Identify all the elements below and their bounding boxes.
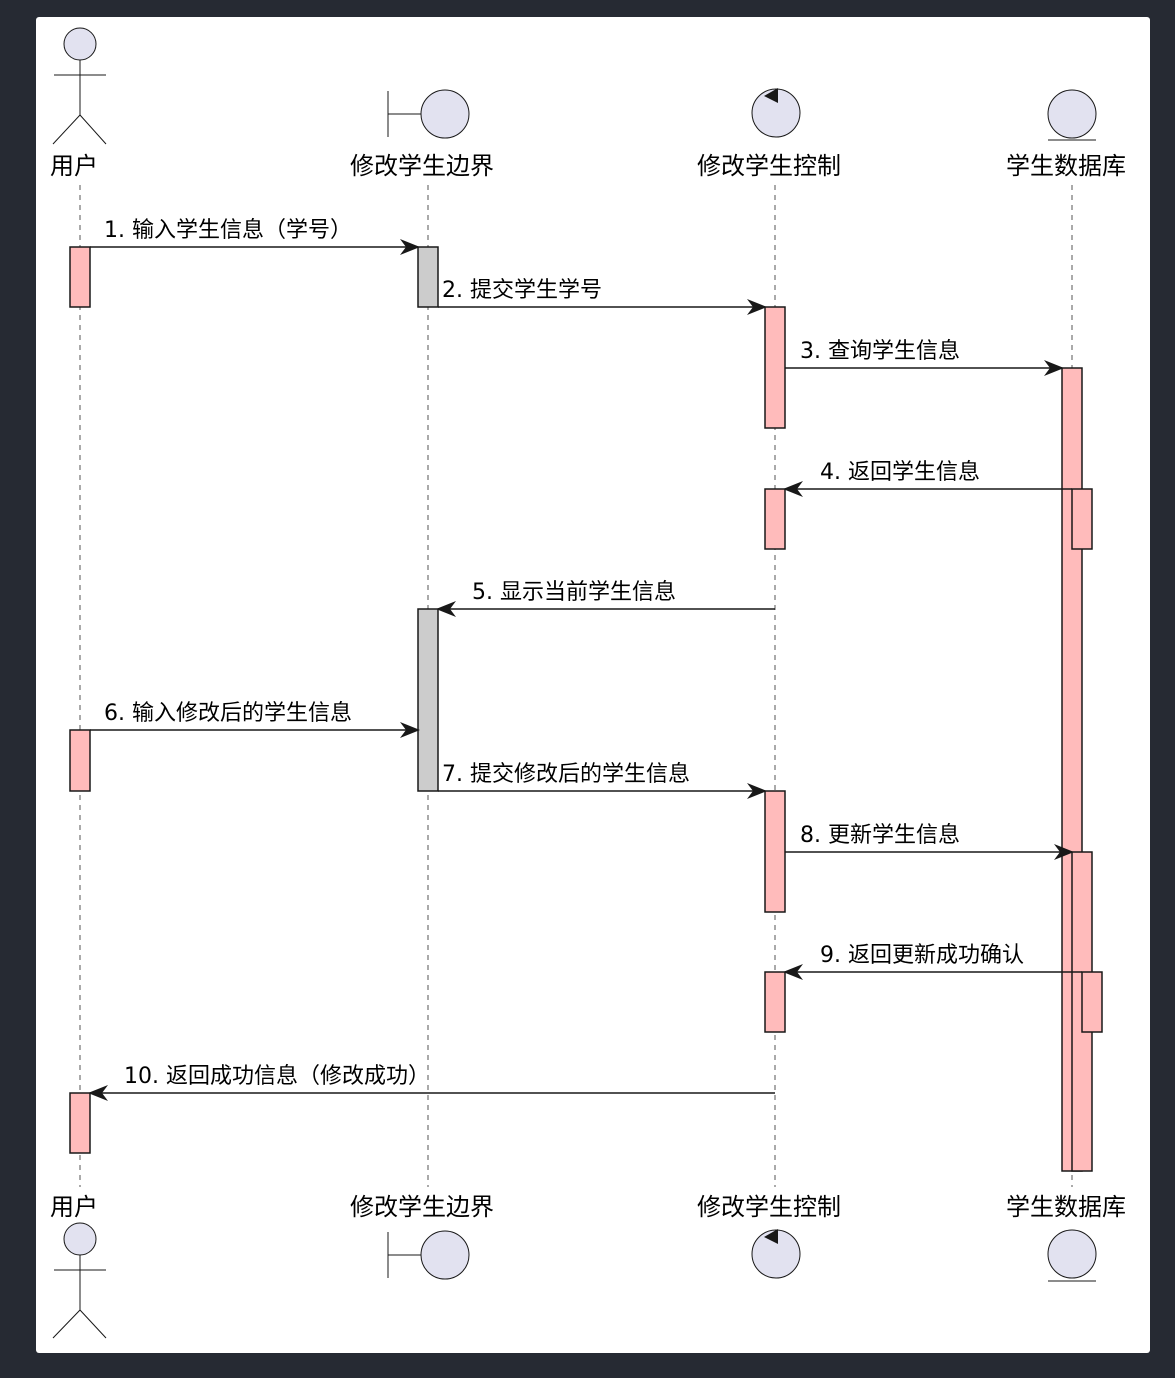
- activation-bar: [1081, 971, 1103, 1033]
- boundary-icon: [387, 1230, 470, 1280]
- participant-label-user: 用户: [50, 152, 98, 180]
- entity-icon: [1047, 89, 1097, 141]
- activation-bar: [69, 1092, 91, 1154]
- message-label-9: 9. 返回更新成功确认: [820, 943, 1024, 968]
- message-label-4: 4. 返回学生信息: [820, 460, 980, 485]
- activation-bar: [764, 971, 786, 1033]
- activation-bar: [69, 246, 91, 308]
- entity-icon: [1047, 1229, 1097, 1282]
- messages: [88, 239, 1082, 1101]
- actor-stick-figure-icon: [52, 27, 107, 145]
- activation-bar: [764, 488, 786, 550]
- message-label-1: 1. 输入学生信息（学号）: [104, 218, 352, 243]
- control-icon: [751, 1229, 801, 1279]
- control-icon: [751, 88, 801, 138]
- activation-bar: [417, 246, 439, 308]
- actor-stick-figure-icon: [52, 1222, 107, 1339]
- participant-label-control: 修改学生控制: [697, 1193, 841, 1221]
- participant-label-control: 修改学生控制: [697, 152, 841, 180]
- message-label-6: 6. 输入修改后的学生信息: [104, 701, 352, 726]
- message-labels: 1. 输入学生信息（学号） 2. 提交学生学号 3. 查询学生信息 4. 返回学…: [104, 218, 1024, 1089]
- message-label-7: 7. 提交修改后的学生信息: [442, 762, 690, 787]
- lifelines: [79, 185, 1073, 1187]
- boundary-icon: [387, 89, 470, 139]
- message-label-8: 8. 更新学生信息: [800, 823, 960, 848]
- message-label-2: 2. 提交学生学号: [442, 278, 602, 303]
- activation-bars: [69, 246, 1103, 1172]
- participant-labels-top: 用户 修改学生边界 修改学生控制 学生数据库: [50, 152, 1126, 180]
- activation-bar: [764, 790, 786, 913]
- participant-label-boundary: 修改学生边界: [350, 1193, 494, 1221]
- sequence-diagram: 1. 输入学生信息（学号） 2. 提交学生学号 3. 查询学生信息 4. 返回学…: [50, 27, 1126, 1339]
- participant-label-boundary: 修改学生边界: [350, 152, 494, 180]
- activation-bar: [1071, 488, 1093, 550]
- activation-bar: [69, 729, 91, 792]
- activation-bar: [417, 608, 439, 792]
- activation-bar: [764, 306, 786, 429]
- participants-top: [52, 27, 1097, 145]
- participant-label-database: 学生数据库: [1006, 1193, 1126, 1221]
- sequence-diagram-canvas: 1. 输入学生信息（学号） 2. 提交学生学号 3. 查询学生信息 4. 返回学…: [36, 17, 1150, 1353]
- message-label-3: 3. 查询学生信息: [800, 339, 960, 364]
- participant-label-user: 用户: [50, 1193, 98, 1221]
- message-label-5: 5. 显示当前学生信息: [472, 580, 676, 605]
- participants-bottom: [52, 1222, 1097, 1339]
- message-label-10: 10. 返回成功信息（修改成功）: [124, 1064, 430, 1089]
- participant-labels-bottom: 用户 修改学生边界 修改学生控制 学生数据库: [50, 1193, 1126, 1221]
- participant-label-database: 学生数据库: [1006, 152, 1126, 180]
